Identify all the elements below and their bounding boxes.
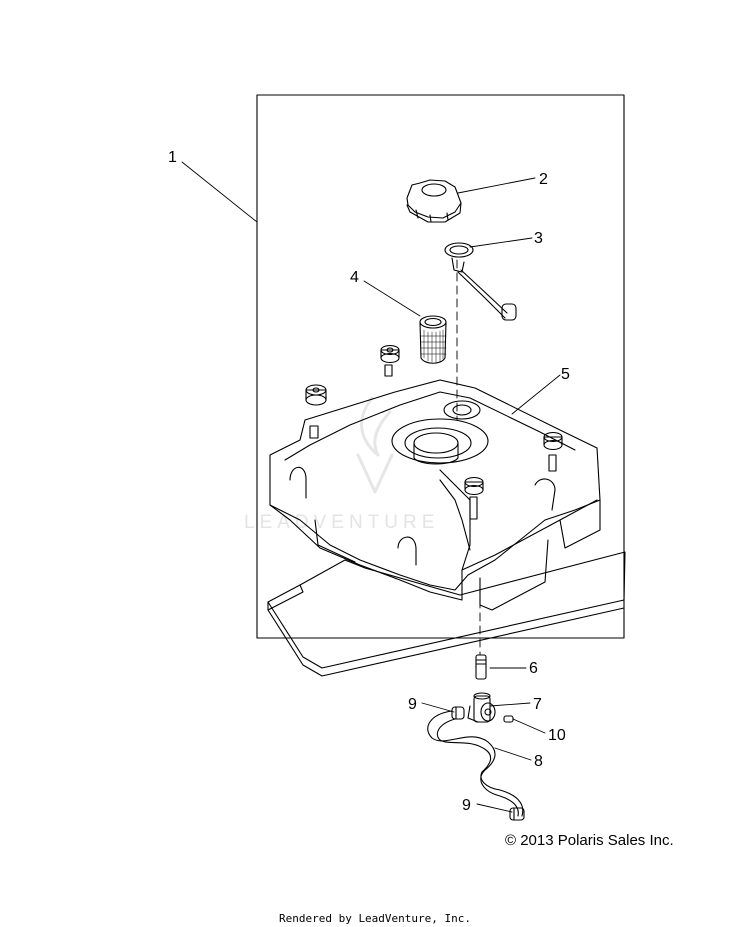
valve-plug [503,715,514,723]
filler-neck [391,400,489,465]
callout-2: 2 [539,171,548,188]
hose-clamp-lower [509,807,525,821]
rendered-by-text: Rendered by LeadVenture, Inc. [278,912,472,925]
callout-1: 1 [168,149,177,166]
callout-7: 7 [533,696,542,713]
skid-plate [267,551,626,677]
assembly-box [256,94,625,639]
callout-6: 6 [529,660,538,677]
callout-9-upper: 9 [408,696,417,713]
grommet-front [464,476,484,520]
dashed-centerline [456,259,481,656]
fuel-hose [427,710,524,817]
callout-10: 10 [548,727,566,744]
callout-8: 8 [534,753,543,770]
leader-lines [181,161,561,813]
fuel-strainer [419,315,447,364]
callout-4: 4 [350,269,359,286]
fuel-fitting [475,654,487,680]
grommet-center [380,344,400,377]
fuel-cap [406,179,462,223]
watermark-logo [356,396,394,494]
hose-clamp-upper [451,706,465,720]
fuel-gauge [444,242,517,321]
callout-3: 3 [534,230,543,247]
grommet-right [543,431,563,472]
watermark-text: LEADVENTURE [244,512,440,533]
fuel-tank [269,379,601,611]
callout-5: 5 [561,366,570,383]
grommet-left [305,384,327,439]
fuel-valve [467,692,496,723]
callout-9-lower: 9 [462,797,471,814]
vent-line [439,479,471,551]
copyright-text: © 2013 Polaris Sales Inc. [505,832,674,849]
